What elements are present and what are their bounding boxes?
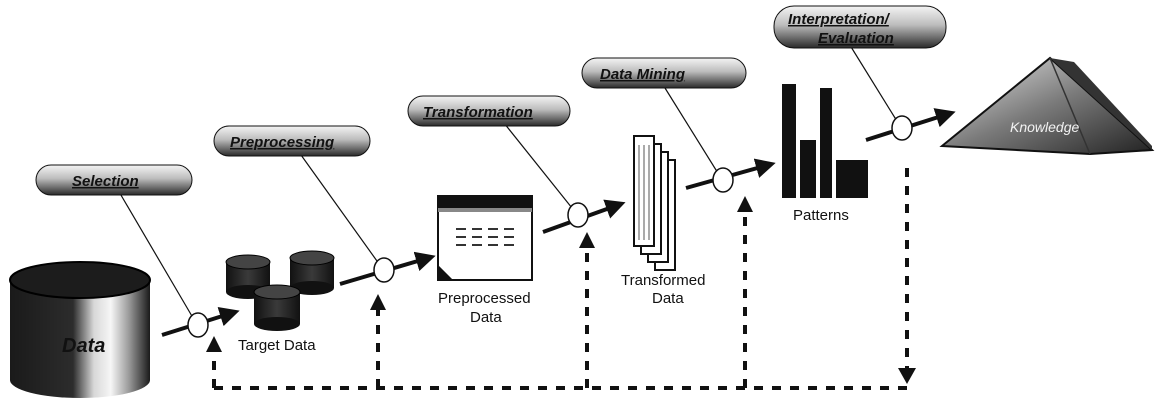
target-data-label: Target Data [238, 337, 316, 354]
selection-pill: Selection [35, 164, 193, 196]
feedback-loop [212, 168, 909, 390]
datamining-node [712, 167, 734, 193]
interpretation-label-line1: Interpretation/ [788, 11, 891, 28]
transformation-node [567, 202, 589, 228]
selection-node [187, 312, 209, 338]
transformed-label-line2: Data [652, 290, 684, 307]
knowledge-label: Knowledge [1010, 119, 1079, 135]
transformation-pill: Transformation [407, 95, 571, 127]
feedback-arrow-transformation [579, 232, 595, 248]
preprocessed-document: Preprocessed Data [437, 195, 533, 326]
target-data-cylinders: Target Data [225, 250, 335, 354]
selection-label: Selection [72, 173, 139, 190]
feedback-arrow-datamining [737, 196, 753, 212]
interpretation-pill: Interpretation/ Evaluation [773, 5, 947, 49]
feedback-arrow-interpretation [898, 368, 916, 384]
preprocessing-label: Preprocessing [230, 134, 334, 151]
flow-circles [187, 115, 913, 338]
patterns-bars [782, 84, 868, 198]
feedback-arrowheads [206, 196, 916, 384]
feedback-arrow-selection [206, 336, 222, 352]
preprocessed-label-line2: Data [470, 309, 502, 326]
mini-db-2 [289, 250, 335, 295]
transformed-label-line1: Transformed [621, 272, 705, 289]
patterns-label: Patterns [793, 207, 849, 224]
preprocessed-label-line1: Preprocessed [438, 290, 531, 307]
transformation-label: Transformation [423, 104, 533, 121]
datamining-label: Data Mining [600, 66, 685, 83]
stage-labels: Selection Preprocessing Transformation D… [35, 5, 947, 196]
leader-lines [117, 41, 901, 324]
mini-db-3 [253, 284, 301, 331]
data-label: Data [62, 335, 105, 357]
interpretation-node [891, 115, 913, 141]
preprocessing-pill: Preprocessing [213, 125, 371, 157]
preprocessing-node [373, 257, 395, 283]
data-cylinder: Data [9, 261, 151, 398]
transformed-sheets [633, 135, 676, 271]
knowledge-pyramid: Knowledge [939, 56, 1155, 156]
interpretation-label-line2: Evaluation [818, 30, 894, 47]
feedback-arrow-preprocessing [370, 294, 386, 310]
datamining-pill: Data Mining [581, 57, 747, 89]
